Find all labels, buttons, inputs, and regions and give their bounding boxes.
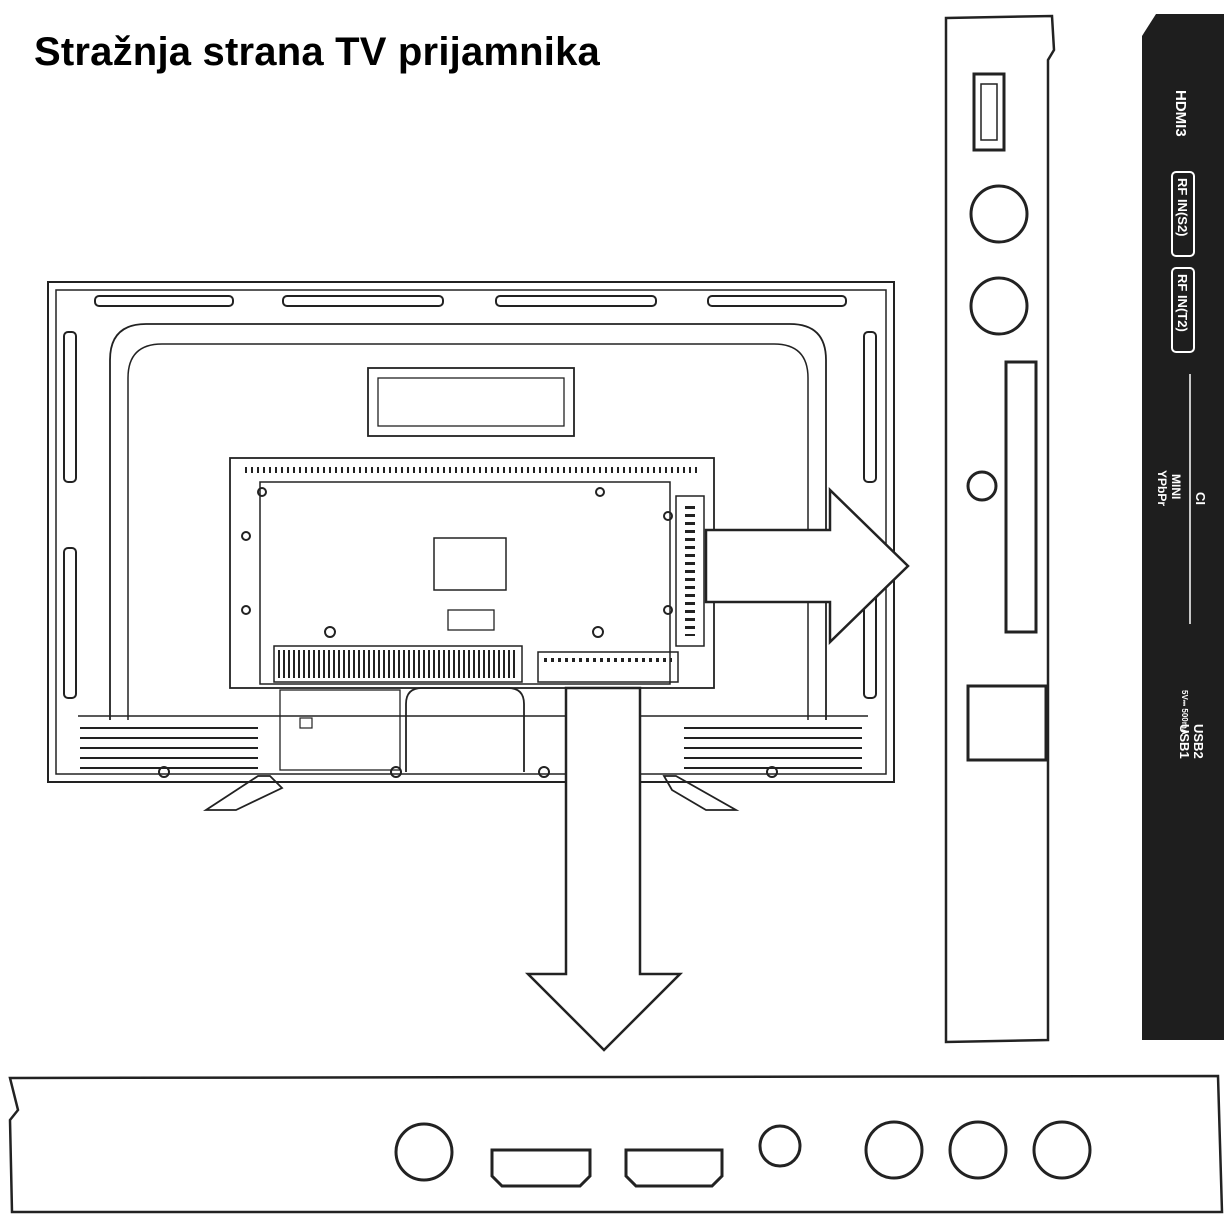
- top-vent: [94, 295, 234, 307]
- top-vent: [282, 295, 444, 307]
- bottom-connector-block: [537, 651, 679, 683]
- label-mini: MINI: [1169, 474, 1183, 499]
- label-ypbpr: YPbPr: [1155, 470, 1169, 506]
- label-usb-rating: 5V⎓ 500mA: [1180, 690, 1189, 735]
- back-cover: [229, 457, 715, 689]
- bottom-round-port: [864, 1120, 924, 1180]
- side-vent: [63, 331, 77, 483]
- stand-foot-right: [662, 775, 740, 811]
- tv-outer-frame: [47, 281, 895, 783]
- arrow-down: [524, 686, 684, 1052]
- label-hdmi3: HDMI3: [1172, 90, 1189, 137]
- label-ci: CI: [1193, 492, 1208, 505]
- usb-ports: [966, 684, 1048, 762]
- side-connector-panel: [944, 14, 1056, 1044]
- side-vent: [863, 331, 877, 483]
- top-vent: [707, 295, 847, 307]
- bottom-connector-panel: [8, 1074, 1224, 1214]
- top-vent: [495, 295, 657, 307]
- label-rf-in-s2: RF IN(S2): [1175, 178, 1190, 237]
- mini-ypbpr-port: [966, 470, 998, 502]
- label-plate: [367, 367, 575, 437]
- bottom-vent-block: [273, 645, 523, 683]
- bottom-small-jack: [758, 1124, 802, 1168]
- side-vent: [63, 547, 77, 699]
- bottom-grille-right: [684, 727, 862, 769]
- page-title: Stražnja strana TV prijamnika: [34, 30, 600, 74]
- hdmi3-port: [972, 72, 1006, 152]
- bottom-round-port: [1032, 1120, 1092, 1180]
- ci-slot: [1004, 360, 1038, 634]
- arrow-right: [704, 487, 910, 645]
- bottom-hdmi-port: [490, 1148, 592, 1188]
- bottom-hdmi-port: [624, 1148, 724, 1188]
- sticker: [433, 537, 507, 591]
- sticker: [447, 609, 495, 631]
- port-label-strip: HDMI3 RF IN(S2) RF IN(T2) CI MINI YPbPr …: [1142, 14, 1224, 1040]
- label-usb2: USB2: [1191, 724, 1206, 759]
- bottom-round-port: [394, 1122, 454, 1182]
- label-rf-in-t2: RF IN(T2): [1175, 274, 1190, 332]
- side-connector-block: [675, 495, 705, 647]
- tv-rear-view: [47, 281, 895, 811]
- rf-in-t2-port: [969, 276, 1029, 336]
- rf-in-s2-port: [969, 184, 1029, 244]
- bottom-round-port: [948, 1120, 1008, 1180]
- label-usb1: USB1: [1177, 724, 1192, 759]
- stand-foot-left: [202, 775, 284, 811]
- bottom-grille-left: [80, 727, 258, 769]
